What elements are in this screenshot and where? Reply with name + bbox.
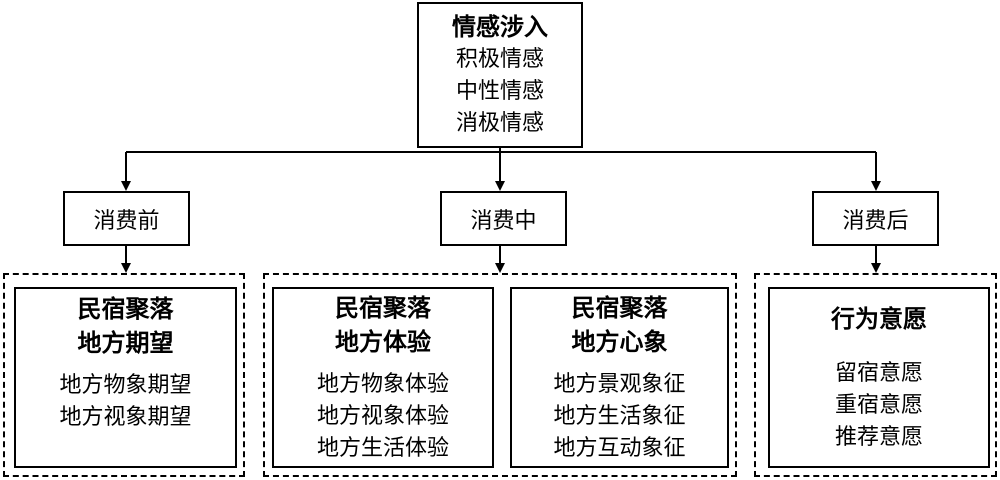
place-experience-box: 民宿聚落 地方体验 地方物象体验 地方视象体验 地方生活体验 (272, 287, 494, 468)
phase-after-label: 消费后 (842, 208, 909, 234)
place-image-title-1: 民宿聚落 (571, 293, 668, 322)
intention-item: 重宿意愿 (834, 392, 923, 418)
phase-after-box: 消费后 (812, 191, 939, 246)
image-item: 地方生活象征 (553, 403, 686, 429)
place-image-title-2: 地方心象 (571, 327, 668, 356)
phase-before-label: 消费前 (93, 208, 160, 234)
intention-item: 留宿意愿 (834, 360, 923, 386)
place-expectation-box: 民宿聚落 地方期望 地方物象期望 地方视象期望 (14, 287, 237, 468)
during-group-dashed (263, 273, 737, 477)
image-item: 地方景观象征 (553, 371, 686, 397)
emotion-item: 中性情感 (455, 79, 544, 104)
emotional-involvement-box: 情感涉入 积极情感 中性情感 消极情感 (417, 2, 583, 148)
experience-item: 地方视象体验 (316, 403, 449, 429)
phase-during-box: 消费中 (440, 191, 567, 246)
emotional-involvement-title: 情感涉入 (452, 13, 548, 41)
behavioral-intention-title: 行为意愿 (831, 304, 927, 333)
emotion-item: 消极情感 (455, 111, 544, 136)
experience-item: 地方物象体验 (316, 371, 449, 397)
place-experience-title-2: 地方体验 (335, 327, 431, 356)
image-item: 地方互动象征 (553, 435, 686, 461)
after-group-dashed (754, 273, 997, 477)
phase-during-label: 消费中 (470, 208, 537, 234)
expectation-item: 地方物象期望 (59, 372, 192, 398)
phase-before-box: 消费前 (63, 191, 190, 246)
behavioral-intention-box: 行为意愿 留宿意愿 重宿意愿 推荐意愿 (768, 287, 990, 468)
expectation-item: 地方视象期望 (59, 404, 192, 430)
place-expectation-title-1: 民宿聚落 (77, 294, 174, 323)
before-group-dashed (3, 273, 245, 477)
place-experience-title-1: 民宿聚落 (335, 293, 431, 322)
experience-item: 地方生活体验 (316, 435, 449, 461)
place-expectation-title-2: 地方期望 (77, 328, 174, 357)
intention-item: 推荐意愿 (834, 424, 923, 450)
emotion-item: 积极情感 (455, 47, 544, 72)
place-image-box: 民宿聚落 地方心象 地方景观象征 地方生活象征 地方互动象征 (510, 287, 729, 468)
